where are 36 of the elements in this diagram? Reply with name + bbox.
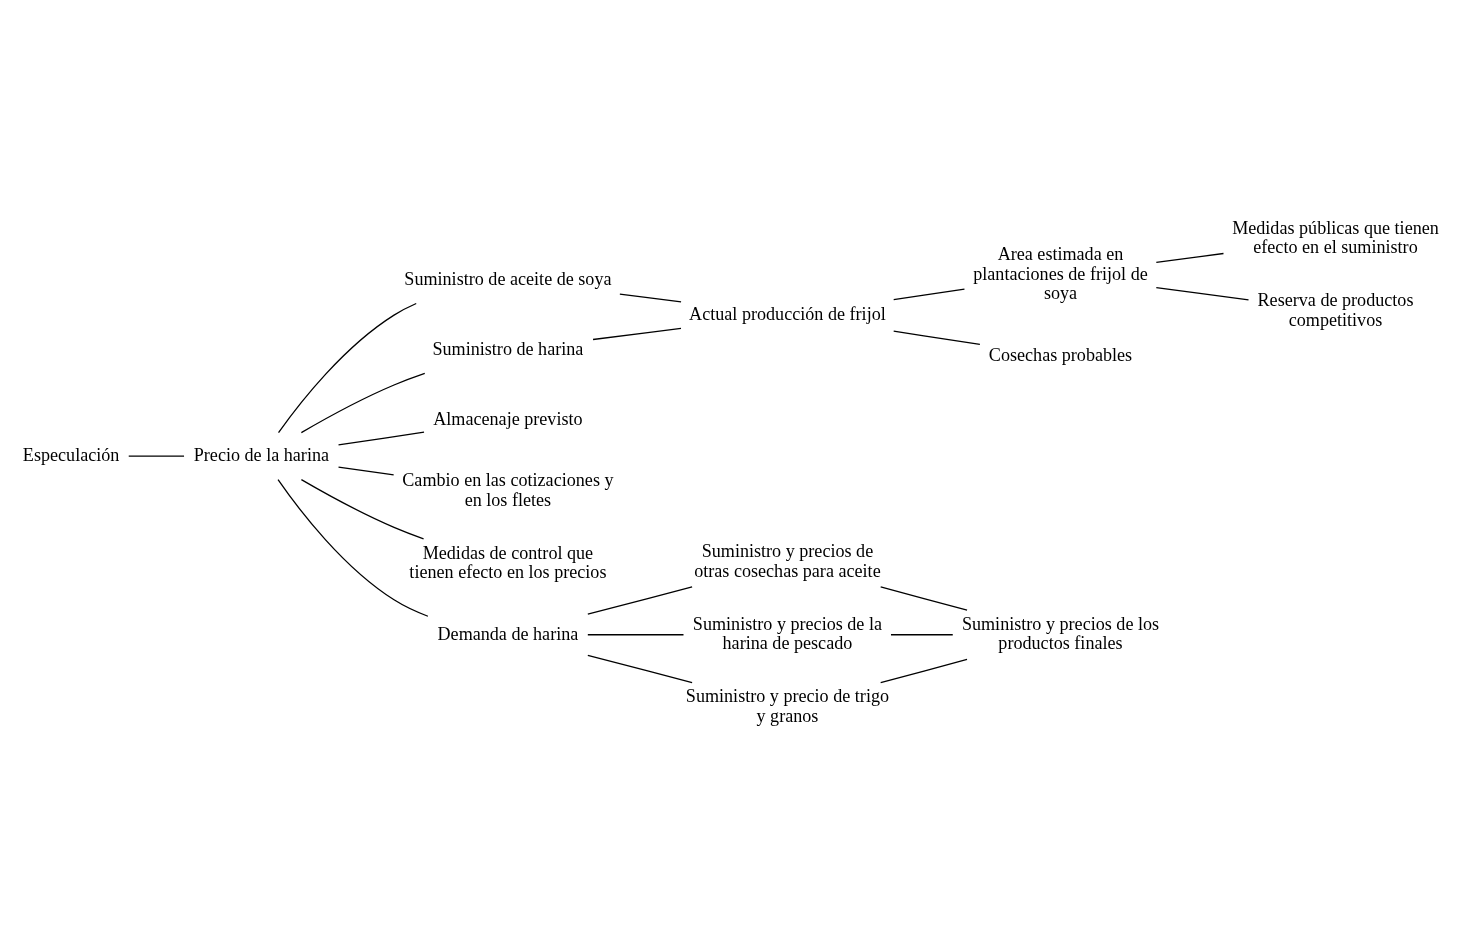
connector: [880, 585, 968, 611]
node-text: Suministro y precios de la harina de pescado: [692, 613, 882, 653]
connector: [277, 302, 417, 433]
connector: [300, 372, 426, 433]
node-text: Cambio en las cotizaciones y en los fletes: [402, 469, 614, 510]
connector: [619, 293, 682, 302]
node-text: Medidas de control que tienen efecto en los precios: [409, 542, 607, 582]
node-text: Area estimada en plantaciones de frijol de soya: [973, 243, 1148, 303]
node-text: Medidas públicas que tienen efecto en el suministro: [1232, 217, 1439, 257]
node-text: Actual producción de frijol: [689, 303, 886, 324]
node-text: Precio de la harina: [193, 444, 330, 465]
node-text: Suministro y precio de trigo y granos: [685, 685, 890, 726]
node-text: Cosechas probables: [988, 344, 1133, 365]
connector: [1155, 252, 1225, 263]
connector: [880, 658, 968, 683]
connector: [587, 585, 693, 615]
node-text: Suministro y precios de los productos finales: [961, 613, 1160, 653]
connector: [592, 327, 682, 340]
connector: [337, 431, 425, 446]
connector: [128, 455, 185, 457]
node-text: Suministro y precios de otras cosechas para aceite: [694, 540, 881, 581]
connector: [890, 633, 954, 635]
connector: [587, 633, 685, 635]
connector: [277, 478, 429, 617]
connector: [893, 330, 981, 345]
node-text: Especulación: [22, 444, 120, 465]
connector: [337, 465, 395, 476]
connector: [587, 654, 693, 683]
node-text: Almacenaje previsto: [433, 408, 583, 429]
connector: [893, 287, 966, 300]
node-text: Suministro de harina: [432, 338, 584, 359]
node-text: Demanda de harina: [437, 623, 579, 644]
node-text: Reserva de productos competitivos: [1257, 289, 1414, 330]
connector: [1155, 286, 1250, 300]
connector: [300, 478, 425, 539]
node-text: Suministro de aceite de soya: [404, 268, 612, 289]
